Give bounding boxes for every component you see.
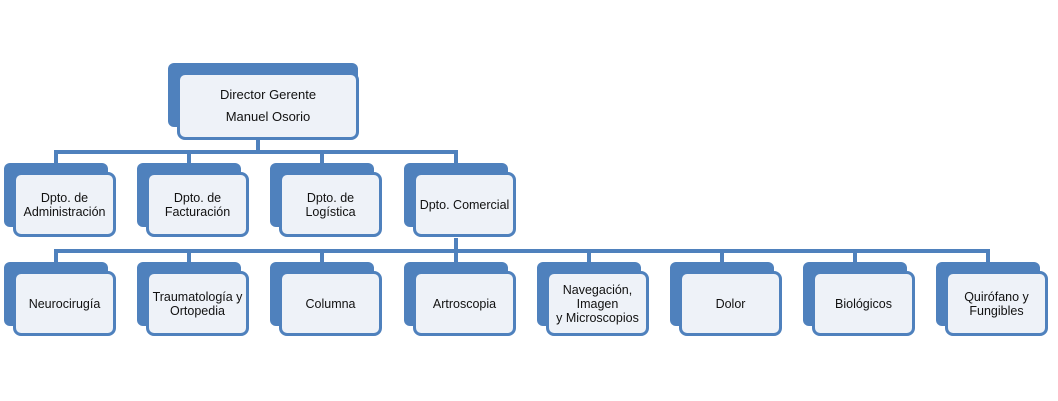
director-box-label: Director Gerente Manuel Osorio — [177, 72, 359, 140]
unit-label: Quirófano y Fungibles — [945, 271, 1048, 336]
unit-label: Biológicos — [812, 271, 915, 336]
unit-label: Dolor — [679, 271, 782, 336]
unit-label: Neurocirugía — [13, 271, 116, 336]
dept-label: Dpto. de Logística — [279, 172, 382, 237]
dept-label: Dpto. Comercial — [413, 172, 516, 237]
unit-label: Navegación, Imagen y Microscopios — [546, 271, 649, 336]
unit-label: Traumatología y Ortopedia — [146, 271, 249, 336]
unit-label: Artroscopia — [413, 271, 516, 336]
dept-label: Dpto. de Facturación — [146, 172, 249, 237]
unit-label: Columna — [279, 271, 382, 336]
dept-label: Dpto. de Administración — [13, 172, 116, 237]
